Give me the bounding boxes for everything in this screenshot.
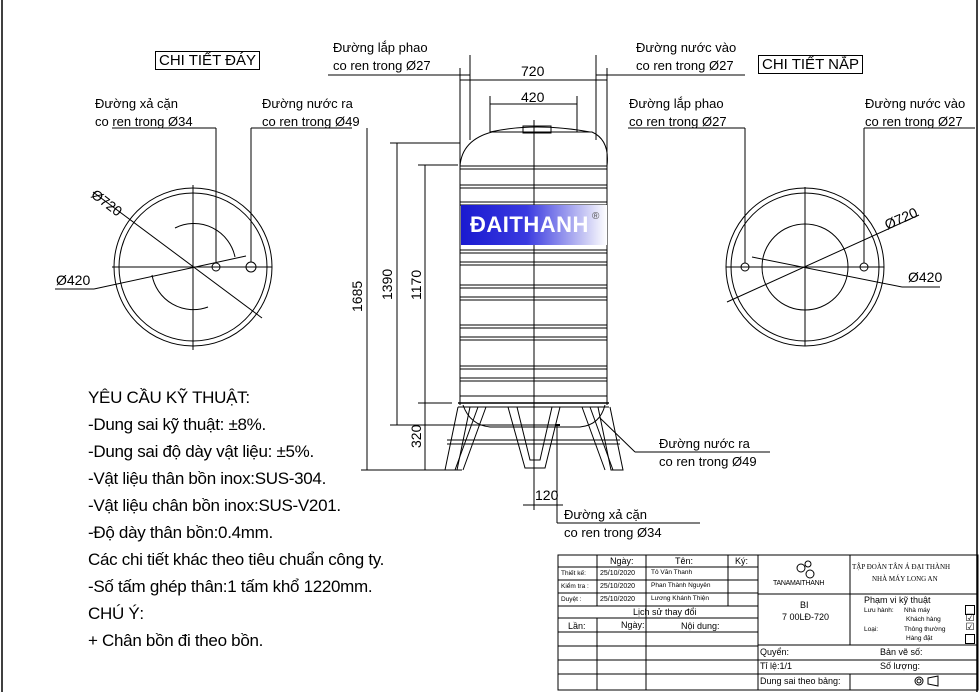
header-sign: Ký:: [735, 556, 749, 566]
option-factory: Nhà máy: [904, 607, 931, 614]
registered-mark-icon: ®: [592, 211, 600, 222]
checkbox-custom[interactable]: [965, 634, 975, 644]
technical-requirements: YÊU CẦU KỸ THUẬT: -Dung sai kỹ thuật: ±8…: [88, 388, 384, 651]
dimension-lines: [328, 55, 770, 524]
type-label: Loại:: [864, 626, 879, 633]
product-line1: BI: [800, 600, 809, 610]
projection-symbol-icon: [914, 675, 939, 687]
checkbox-standard[interactable]: ☑: [965, 622, 975, 633]
callout-drain-side: Đường xả cặn co ren trong Ø34: [564, 507, 662, 540]
dim-stand-height: 320: [408, 424, 424, 448]
row-role: Kiểm tra :: [561, 583, 589, 590]
callout-outlet-bottom-detail: Đường nước ra co ren trong Ø49: [262, 96, 360, 129]
note-heading: CHÚ Ý:: [88, 604, 144, 623]
header-name: Tên:: [675, 556, 694, 566]
row-date: 25/10/2020: [600, 596, 636, 603]
requirement-item: -Dung sai kỹ thuật: ±8%.: [88, 415, 266, 434]
checkbox-customer[interactable]: ☑: [965, 613, 975, 624]
title-block-grid: [557, 554, 979, 691]
row-role: Duyệt :: [561, 596, 582, 603]
requirement-item: -Độ dày thân bồn:0.4mm.: [88, 523, 273, 542]
option-customer: Khách hàng: [906, 616, 941, 623]
requirement-item: Các chi tiết khác theo tiêu chuẩn công t…: [88, 550, 385, 569]
dim-bottom-d-inner: Ø420: [56, 272, 91, 288]
callout-inlet-lid-detail: Đường nước vào co ren trong Ø27: [865, 96, 966, 129]
requirement-item: -Vật liệu chân bồn inox:SUS-V201.: [88, 496, 341, 515]
bottom-detail-title: CHI TIẾT ĐÁY: [155, 51, 260, 70]
bottom-detail-view: [55, 127, 352, 350]
product-line2: 7 00LĐ-720: [782, 612, 830, 622]
dim-drain-offset: 120: [535, 487, 559, 503]
callout-outlet-side: Đường nước ra co ren trong Ø49: [659, 436, 757, 469]
option-custom: Hàng đặt: [906, 635, 933, 642]
dim-outer-width: 720: [521, 63, 545, 79]
requirements-heading: YÊU CẦU KỸ THUẬT:: [88, 388, 250, 407]
company-line1: TẬP ĐOÀN TÂN Á ĐẠI THÀNH: [852, 563, 951, 571]
history-times: Lần:: [568, 621, 586, 631]
circulation-label: Lưu hành:: [864, 607, 894, 614]
dim-top-d-inner: Ø420: [908, 269, 943, 285]
dim-cylinder-height: 1170: [408, 269, 424, 300]
top-detail-view: [628, 127, 975, 347]
requirement-item: -Vật liệu thân bồn inox:SUS-304.: [88, 469, 326, 488]
header-date: Ngày:: [610, 556, 634, 566]
row-name: Phan Thành Nguyên: [651, 582, 711, 589]
brand-label: ĐAITHANH: [470, 212, 589, 237]
company-line2: NHÀ MÁY LONG AN: [872, 575, 938, 583]
volume-label: Quyển:: [760, 647, 790, 657]
scope-title: Phạm vi kỹ thuật: [864, 595, 931, 605]
callout-float-lid-detail: Đường lắp phao co ren trong Ø27: [629, 96, 727, 129]
row-name: Lương Khánh Thiện: [651, 595, 710, 602]
quantity-label: Số lượng:: [880, 661, 920, 671]
row-date: 25/10/2020: [600, 583, 636, 590]
row-name: Tô Văn Thanh: [651, 569, 693, 576]
requirement-item: -Dung sai độ dày vật liệu: ±5%.: [88, 442, 314, 461]
checkbox-factory[interactable]: [965, 605, 975, 615]
callout-drain-bottom-detail: Đường xả cặn co ren trong Ø34: [95, 96, 193, 129]
history-title: Lịch sử thay đổi: [633, 607, 697, 617]
scale-label: Tỉ lệ:1/1: [760, 661, 793, 671]
note-item: + Chân bồn đi theo bồn.: [88, 631, 264, 650]
dim-total-height: 1685: [349, 280, 365, 312]
tolerance-label: Dung sai theo bảng:: [760, 676, 841, 686]
drawing-no-label: Bản vẽ số:: [880, 647, 923, 657]
company-logo-icon: [796, 560, 815, 579]
history-date: Ngày:: [621, 620, 645, 630]
tank-elevation: [444, 120, 624, 510]
row-role: Thiết kế:: [561, 570, 586, 577]
row-date: 25/10/2020: [600, 570, 636, 577]
top-detail-title: CHI TIẾT NẮP: [758, 55, 863, 74]
dim-body-height: 1390: [379, 268, 395, 300]
callout-float-top: Đường lắp phao co ren trong Ø27: [333, 40, 431, 73]
history-content: Nội dung:: [681, 621, 720, 631]
dim-lid-width: 420: [521, 89, 545, 105]
brand-band: ĐAITHANH ®: [461, 205, 607, 245]
option-standard: Thông thường: [904, 626, 946, 633]
callout-inlet-top: Đường nước vào co ren trong Ø27: [636, 40, 737, 73]
requirement-item: -Số tấm ghép thân:1 tấm khổ 1220mm.: [88, 577, 373, 596]
logo-text: TANAMAITHANH: [773, 580, 825, 587]
